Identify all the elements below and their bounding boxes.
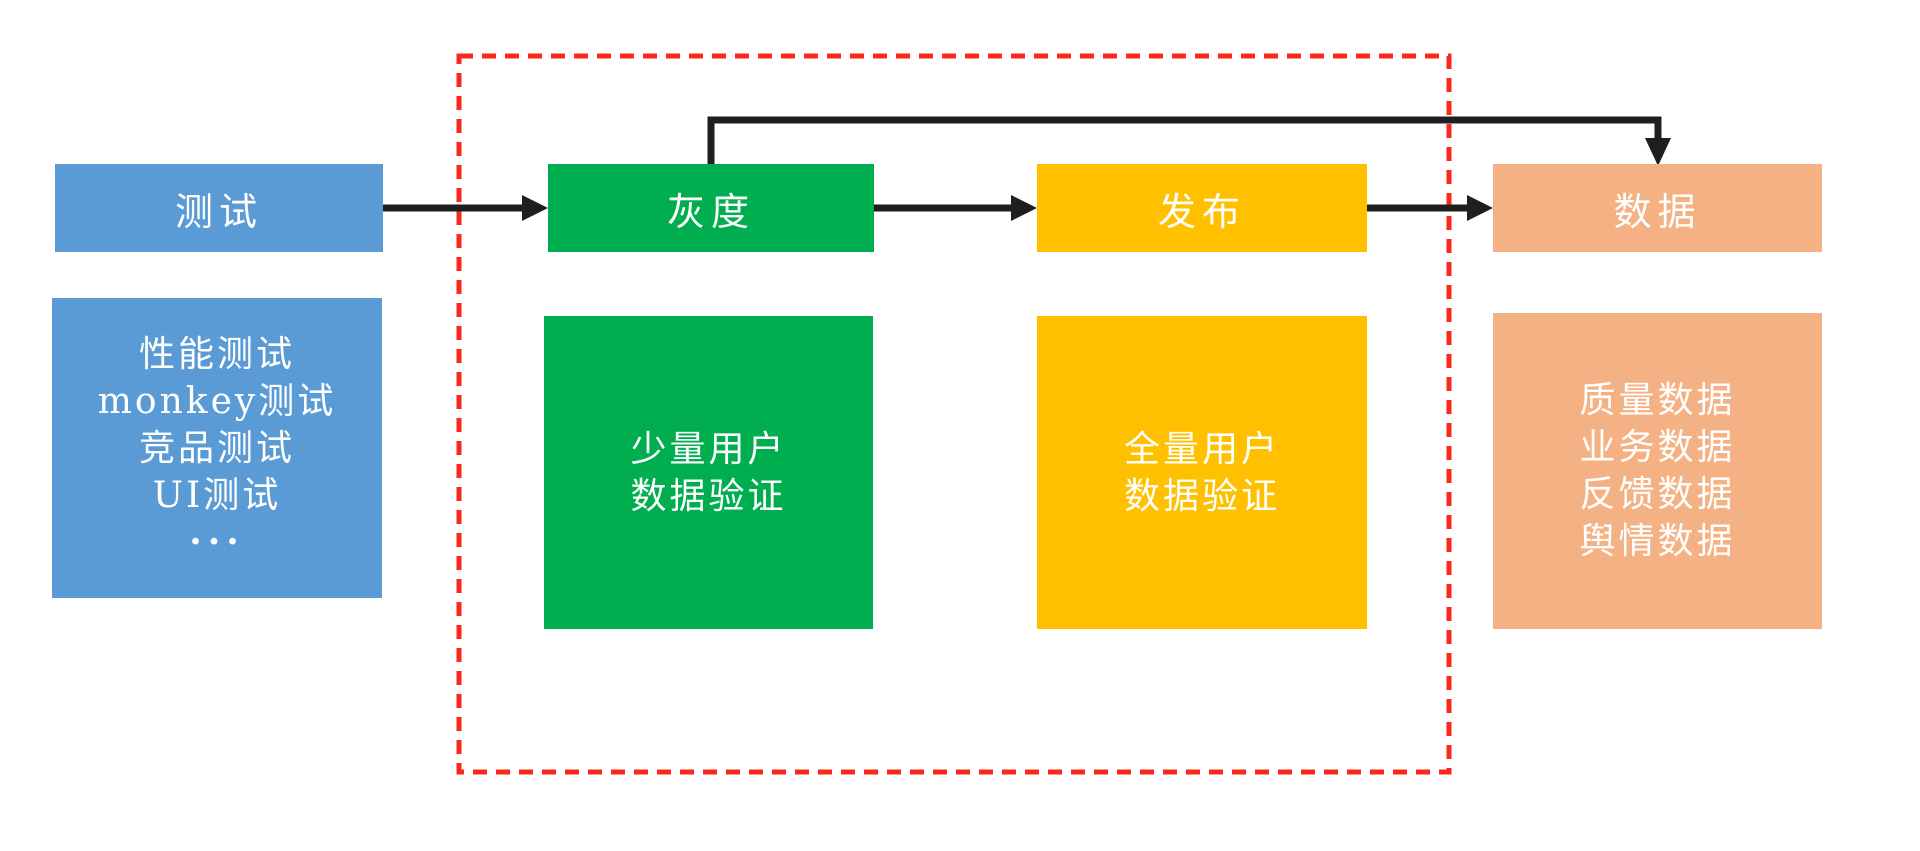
stage-release-label: 发布 — [1157, 189, 1246, 234]
detail-line: 性能测试 — [138, 333, 295, 375]
detail-line: 少量用户 — [630, 428, 787, 470]
stage-release-label-box: 发布 — [1037, 164, 1367, 252]
stage-test-label-box: 测试 — [55, 164, 383, 252]
detail-line: 竞品测试 — [138, 427, 295, 469]
detail-line: 全量用户 — [1123, 428, 1280, 470]
detail-line: 业务数据 — [1579, 427, 1736, 468]
detail-line: 舆情数据 — [1579, 521, 1736, 562]
arrow-release-to-data — [1367, 195, 1493, 221]
detail-line: 质量数据 — [1579, 380, 1736, 421]
arrow-gray-to-release — [874, 195, 1037, 221]
detail-line: monkey测试 — [97, 380, 337, 422]
stage-gray-label-box: 灰度 — [548, 164, 874, 252]
stage-test-label: 测试 — [174, 189, 263, 234]
stage-data-label-box: 数据 — [1493, 164, 1822, 252]
stage-data-label: 数据 — [1613, 189, 1702, 234]
arrow-gray-to-data-bypass — [707, 116, 1671, 166]
arrow-test-to-gray — [383, 195, 548, 221]
stage-gray-detail-box: 少量用户 数据验证 — [544, 316, 873, 629]
stage-data-detail-box: 质量数据 业务数据 反馈数据 舆情数据 — [1493, 313, 1822, 629]
detail-line: 反馈数据 — [1579, 474, 1736, 515]
stage-release-detail-box: 全量用户 数据验证 — [1037, 316, 1367, 629]
detail-line: 数据验证 — [630, 475, 787, 517]
detail-line: 数据验证 — [1123, 475, 1280, 517]
detail-line: UI测试 — [152, 474, 282, 516]
stage-gray-label: 灰度 — [666, 189, 755, 234]
gray-phase-dashed-boundary — [456, 53, 1452, 775]
ellipsis-dots: ··· — [189, 520, 245, 563]
stage-test-detail-box: 性能测试 monkey测试 竞品测试 UI测试 ··· — [52, 298, 382, 598]
